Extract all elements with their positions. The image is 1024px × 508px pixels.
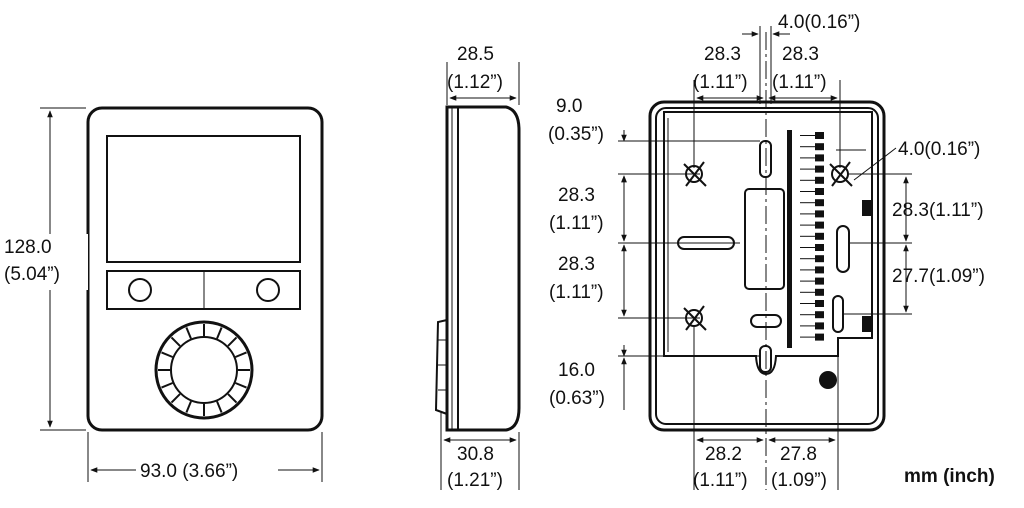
knob-grip-mark bbox=[235, 382, 247, 389]
knob-grip-mark bbox=[216, 327, 223, 339]
back-left-top-in: (0.35”) bbox=[548, 124, 604, 145]
left-button bbox=[128, 278, 152, 302]
back-housing-inner bbox=[655, 107, 879, 425]
terminal-pin bbox=[815, 210, 824, 218]
knob-grip-mark bbox=[227, 336, 238, 347]
knob-grip-mark bbox=[216, 401, 223, 413]
terminal-pin bbox=[815, 266, 824, 274]
side-top-in: (1.12”) bbox=[447, 72, 503, 93]
knob-grip-mark bbox=[185, 327, 192, 339]
side-bottom-mm: 30.8 bbox=[457, 444, 494, 465]
terminal-pin bbox=[815, 255, 824, 263]
terminal-pin bbox=[815, 232, 824, 240]
back-right-mid2-label: 27.7(1.09”) bbox=[892, 266, 985, 287]
knob-grip-mark bbox=[170, 393, 181, 404]
right-button bbox=[256, 278, 280, 302]
terminal-pin bbox=[815, 221, 824, 229]
terminal-pin bbox=[815, 244, 824, 251]
side-view: 28.5 (1.12”) 30.8 (1.21”) bbox=[434, 44, 521, 491]
back-top-left-in: (1.11”) bbox=[693, 72, 748, 93]
back-right-top-label: 4.0(0.16”) bbox=[898, 139, 980, 160]
terminal-pin bbox=[815, 199, 824, 207]
display-screen bbox=[106, 135, 301, 263]
right-tab-lower bbox=[862, 316, 872, 332]
terminal-pin bbox=[815, 176, 824, 184]
terminal-bar-left bbox=[787, 130, 792, 348]
back-left-mid2-mm: 28.3 bbox=[558, 254, 595, 275]
back-left-bottom-mm: 16.0 bbox=[558, 360, 595, 381]
knob-grip-mark bbox=[227, 393, 238, 404]
back-left-mid2-in: (1.11”) bbox=[549, 282, 604, 303]
right-vertical-slot bbox=[836, 225, 850, 273]
center-slot bbox=[744, 188, 785, 290]
knob-grip-mark bbox=[235, 351, 247, 358]
back-right-mid1-label: 28.3(1.11”) bbox=[892, 200, 984, 221]
terminal-pin bbox=[815, 154, 824, 162]
rotary-knob-inner bbox=[170, 336, 238, 404]
back-bottom-right-in: (1.09”) bbox=[771, 470, 827, 491]
back-left-bottom-in: (0.63”) bbox=[549, 388, 605, 409]
back-top-right-in: (1.11”) bbox=[772, 72, 827, 93]
terminal-pin bbox=[815, 165, 824, 173]
side-top-mm: 28.5 bbox=[457, 44, 494, 65]
back-left-mid1-in: (1.11”) bbox=[549, 213, 604, 234]
back-left-mid1-mm: 28.3 bbox=[558, 185, 595, 206]
terminal-pin bbox=[815, 322, 824, 330]
terminal-pin bbox=[815, 132, 824, 139]
back-bottom-right-mm: 27.8 bbox=[780, 444, 817, 465]
terminal-pins bbox=[800, 132, 824, 341]
side-knob-profile bbox=[434, 319, 448, 415]
terminal-pin bbox=[815, 288, 824, 296]
knob-grip-mark bbox=[161, 351, 173, 358]
front-width-label: 93.0 (3.66”) bbox=[140, 461, 238, 482]
back-housing-outer bbox=[648, 100, 886, 432]
rotary-knob-outer bbox=[154, 320, 254, 420]
knob-grip-mark bbox=[161, 382, 173, 389]
front-housing-outline bbox=[86, 106, 324, 432]
front-view: 128.0 (5.04”) 93.0 (3.66”) bbox=[2, 106, 324, 482]
front-height-in: (5.04”) bbox=[4, 264, 60, 285]
terminal-pin bbox=[815, 311, 824, 319]
terminal-pin bbox=[815, 188, 824, 195]
side-bottom-in: (1.21”) bbox=[447, 470, 503, 491]
units-label: mm (inch) bbox=[904, 466, 995, 487]
knob-grip-marks bbox=[158, 324, 250, 416]
back-bottom-left-in: (1.11”) bbox=[693, 470, 748, 491]
knob-grip-mark bbox=[185, 401, 192, 413]
back-top-gap-label: 4.0(0.16”) bbox=[778, 12, 860, 33]
mounting-plate-outline bbox=[663, 111, 873, 376]
terminal-pin bbox=[815, 333, 824, 341]
back-top-left-mm: 28.3 bbox=[704, 44, 741, 65]
knob-grip-mark bbox=[170, 336, 181, 347]
right-lower-slot bbox=[832, 295, 844, 333]
terminal-pin bbox=[815, 143, 824, 151]
terminal-pin bbox=[815, 277, 824, 285]
back-left-top-mm: 9.0 bbox=[556, 96, 582, 117]
right-tab-upper bbox=[862, 200, 872, 216]
back-top-right-mm: 28.3 bbox=[782, 44, 819, 65]
front-height-mm: 128.0 bbox=[4, 237, 52, 258]
side-body-outline bbox=[445, 105, 521, 432]
terminal-pin bbox=[815, 300, 824, 307]
back-view: 4.0(0.16”) 28.3 (1.11”) 28.3 (1.11”) 9.0… bbox=[548, 12, 985, 491]
back-screw bbox=[819, 371, 837, 389]
back-bottom-left-mm: 28.2 bbox=[705, 444, 742, 465]
